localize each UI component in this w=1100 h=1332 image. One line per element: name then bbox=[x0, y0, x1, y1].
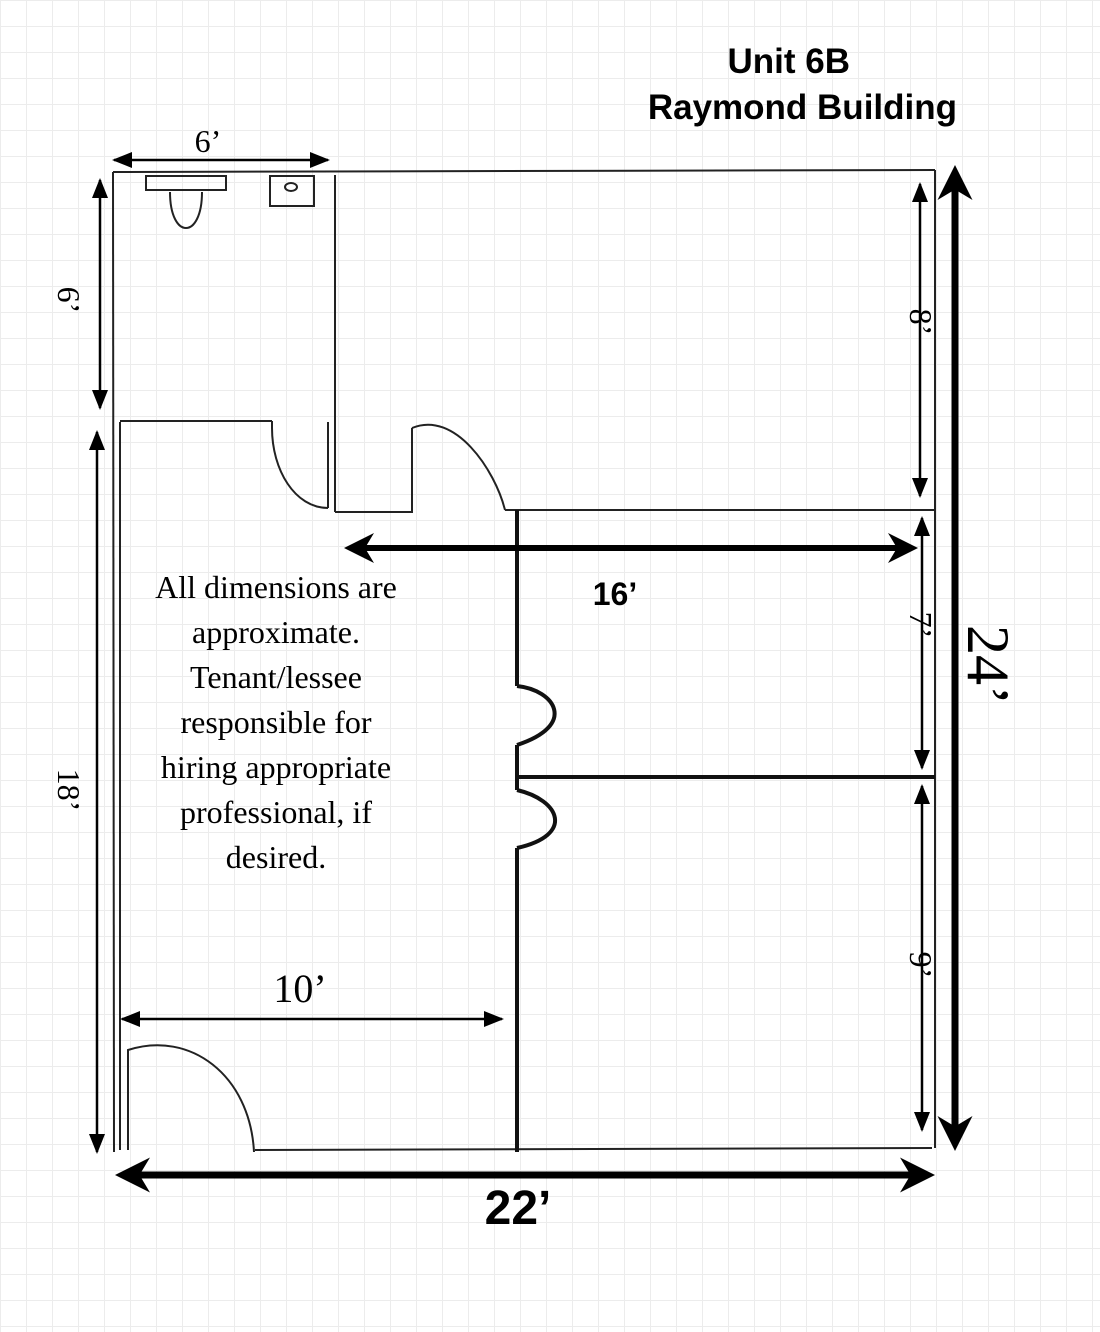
interior-walls bbox=[515, 510, 935, 1152]
dim-label-front-width: 10’ bbox=[273, 966, 326, 1011]
dim-label-room-top: 8’ bbox=[903, 309, 939, 336]
building-title: Raymond Building bbox=[647, 88, 957, 127]
office-top-room bbox=[335, 423, 935, 513]
dim-label-total-depth: 24’ bbox=[955, 625, 1021, 705]
toilet-icon bbox=[145, 175, 227, 229]
dimension-lines bbox=[89, 152, 930, 1154]
dim-label-room-middle: 7’ bbox=[903, 612, 939, 639]
dim-label-left-depth: 18’ bbox=[51, 769, 87, 812]
dim-label-room-bottom: 9’ bbox=[903, 952, 939, 979]
disclaimer-note: All dimensions are approximate. Tenant/l… bbox=[155, 569, 397, 875]
front-door bbox=[127, 1044, 255, 1153]
unit-title: Unit 6B bbox=[727, 42, 851, 81]
dim-label-office-width: 16’ bbox=[593, 576, 637, 612]
outer-walls bbox=[112, 169, 936, 1153]
dim-label-bathroom-depth: 6’ bbox=[51, 287, 87, 314]
dim-label-bathroom-width: 6’ bbox=[195, 123, 222, 159]
sink-icon bbox=[269, 175, 315, 207]
bold-dimension-lines bbox=[115, 165, 973, 1193]
dim-label-total-width: 22’ bbox=[485, 1182, 552, 1235]
bathroom bbox=[120, 175, 336, 512]
bathroom-door bbox=[271, 421, 329, 509]
